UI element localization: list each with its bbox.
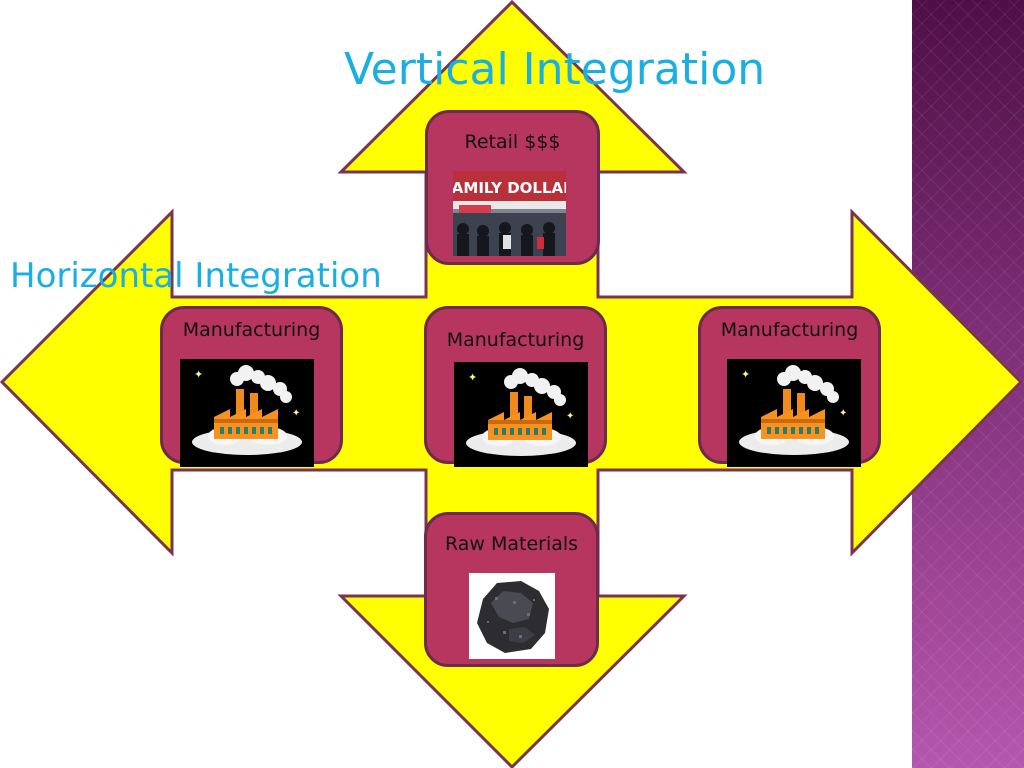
vertical-integration-title: Vertical Integration <box>344 44 766 95</box>
coal-lump-photo <box>469 573 555 659</box>
manufacturing-center-label: Manufacturing <box>446 329 585 351</box>
raw-materials-node: Raw Materials <box>424 512 599 667</box>
svg-text:✦: ✦ <box>741 368 750 381</box>
factory-left-icon: ✦ ✦ <box>180 359 314 467</box>
svg-text:✦: ✦ <box>566 411 574 422</box>
manufacturing-right-node: Manufacturing ✦ ✦ <box>698 306 881 467</box>
svg-text:✦: ✦ <box>468 371 477 384</box>
store-sign-lettering: FAMILY DOLLAR <box>453 179 566 197</box>
raw-materials-label: Raw Materials <box>444 533 579 555</box>
svg-text:✦: ✦ <box>292 408 300 419</box>
horizontal-integration-title: Horizontal Integration <box>10 256 382 296</box>
svg-text:✦: ✦ <box>194 368 203 381</box>
manufacturing-center-node: Manufacturing ✦ ✦ <box>424 306 607 467</box>
factory-right-icon: ✦ ✦ <box>727 359 861 467</box>
manufacturing-left-node: Manufacturing ✦ ✦ <box>160 306 343 467</box>
manufacturing-right-label: Manufacturing <box>720 319 859 341</box>
factory-center-icon: ✦ ✦ <box>454 362 588 467</box>
retail-node: Retail $$$ FAMILY DOLLAR <box>425 110 600 265</box>
manufacturing-left-label: Manufacturing <box>182 319 321 341</box>
retail-store-photo: FAMILY DOLLAR <box>453 171 566 256</box>
svg-text:✦: ✦ <box>839 408 847 419</box>
retail-label: Retail $$$ <box>464 131 561 153</box>
